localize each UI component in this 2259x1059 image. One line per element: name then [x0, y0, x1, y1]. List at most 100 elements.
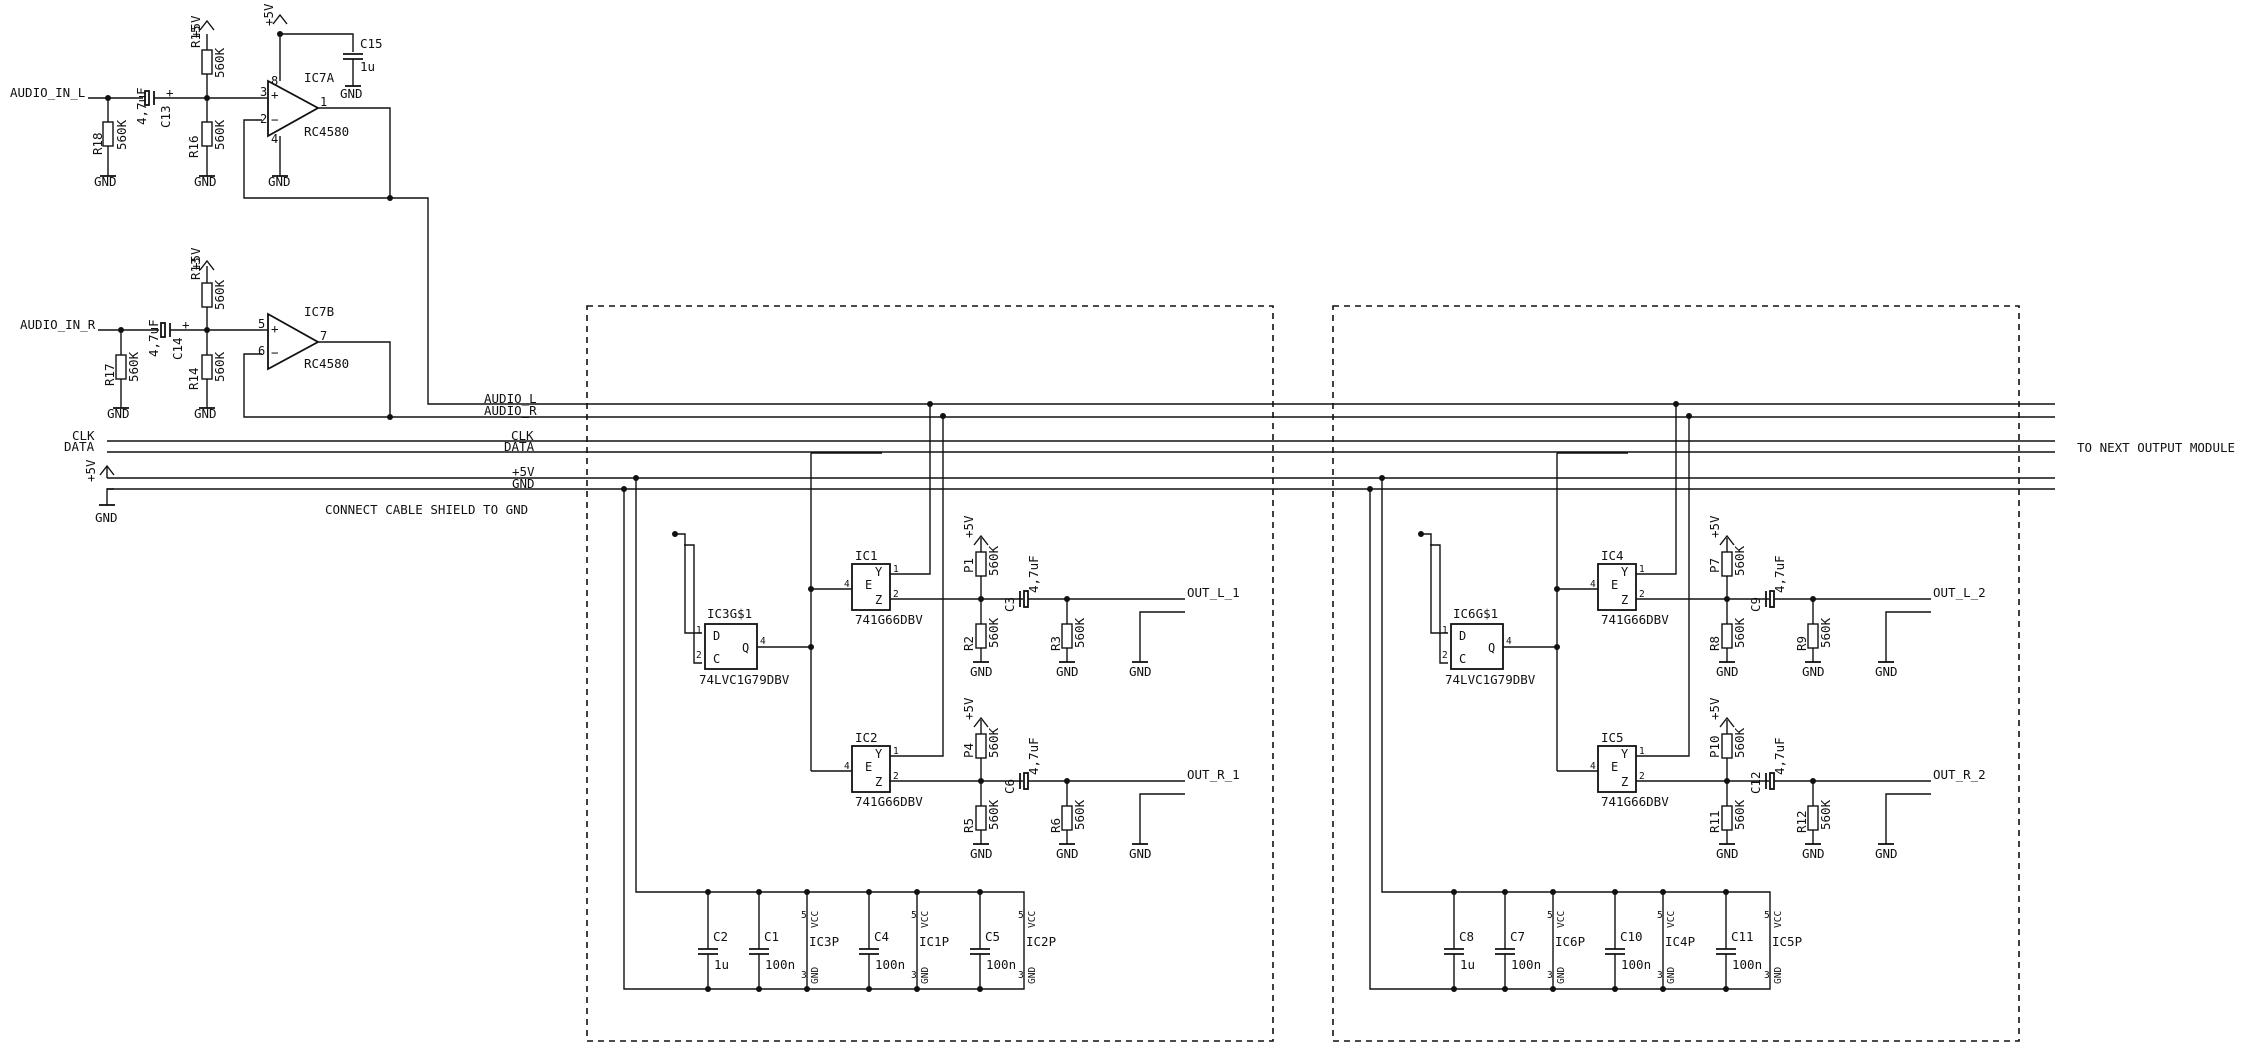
- c13-plus: +: [166, 85, 174, 100]
- ic7b-pin7: 7: [320, 329, 327, 343]
- m2-res-0-val: 560K: [1732, 617, 1747, 648]
- ic7b-minus: −: [271, 345, 279, 360]
- m2-res-3: R12: [1794, 810, 1809, 833]
- m2-gnd-4: GND: [1802, 846, 1825, 861]
- gnd-r16: GND: [194, 174, 217, 189]
- m1-sw-top-z: Z: [875, 593, 882, 607]
- opamp-b-name: IC7B: [304, 304, 334, 319]
- r15-value: 560K: [212, 47, 227, 78]
- m1-ff-p2: 2: [696, 650, 702, 661]
- m1-ff-q: Q: [742, 641, 749, 655]
- m2-out-l: OUT_L_2: [1933, 585, 1986, 600]
- m2-pwr-p3-0: 3: [1547, 970, 1553, 981]
- m1-sw-top-e: E: [865, 578, 872, 592]
- m2-ff-p1: 1: [1442, 625, 1448, 636]
- m1-pwr-vcc-0: VCC: [810, 911, 821, 928]
- vcc-label-bus: +5V: [83, 459, 98, 482]
- m2-pwr-p3-1: 3: [1657, 970, 1663, 981]
- m1-gnd-1: GND: [1056, 664, 1079, 679]
- m2-res-1-val: 560K: [1818, 617, 1833, 648]
- r17-label: R17: [102, 363, 117, 386]
- ic7a-minus: −: [271, 112, 279, 127]
- net-label-audio-r: AUDIO_R: [484, 403, 537, 418]
- m2-pwr-vcc-0: VCC: [1556, 911, 1567, 928]
- m2-sw-top-e: E: [1611, 578, 1618, 592]
- m1-pwr-2: IC2P: [1026, 934, 1056, 949]
- m2-ff-p4: 4: [1506, 636, 1512, 647]
- m2-sw-bot-e: E: [1611, 760, 1618, 774]
- m1-out-l: OUT_L_1: [1187, 585, 1240, 600]
- m2-sw-bot-p2: 2: [1639, 771, 1645, 782]
- m1-decap-val-2: 100n: [875, 957, 905, 972]
- m1-decap-2: C4: [874, 929, 889, 944]
- m1-pot-l-val: 560K: [986, 545, 1001, 576]
- m1-gnd-4: GND: [1056, 846, 1079, 861]
- net-label-audio-l: AUDIO_L: [484, 391, 537, 406]
- r13-label: R13: [188, 257, 203, 280]
- m1-res-1: R3: [1048, 636, 1063, 651]
- c14-label: C14: [170, 337, 185, 360]
- m2-decap-1: C7: [1510, 929, 1525, 944]
- m1-decap-val-0: 1u: [714, 957, 729, 972]
- r14-label: R14: [186, 367, 201, 390]
- m2-pwr-1: IC4P: [1665, 934, 1695, 949]
- m2-res-1: R9: [1794, 636, 1809, 651]
- m1-decap-1: C1: [764, 929, 779, 944]
- m2-pot-l: P7: [1707, 558, 1722, 573]
- gnd-c15: GND: [340, 86, 363, 101]
- m1-res-1-val: 560K: [1072, 617, 1087, 648]
- opamp-a-name: IC7A: [304, 70, 335, 85]
- m2-decap-val-1: 100n: [1511, 957, 1541, 972]
- m1-decap-val-1: 100n: [765, 957, 795, 972]
- m1-sw-bot-e: E: [865, 760, 872, 774]
- m1-pwr-p3-2: 3: [1018, 970, 1024, 981]
- m2-sw-top-y: Y: [1621, 565, 1629, 579]
- r16-label: R16: [186, 135, 201, 158]
- m1-sw-bot-value: 741G66DBV: [855, 794, 923, 809]
- ic7b-pin6: 6: [258, 344, 265, 358]
- gnd-ic7a: GND: [268, 174, 291, 189]
- m1-ff-p4: 4: [760, 636, 766, 647]
- m1-pwr-gnd-2: GND: [1027, 967, 1038, 984]
- r15-label: R15: [188, 25, 203, 48]
- next-module-label: TO NEXT OUTPUT MODULE: [2077, 440, 2235, 455]
- m2-cap-l-val: 4,7uF: [1772, 555, 1787, 593]
- m2-res-0: R8: [1707, 636, 1722, 651]
- c15-name: C15: [360, 36, 383, 51]
- m2-ff-q: Q: [1488, 641, 1495, 655]
- m1-cap-l-val: 4,7uF: [1026, 555, 1041, 593]
- m1-pwr-vcc-2: VCC: [1027, 911, 1038, 928]
- net-label-clk: CLK: [511, 428, 534, 443]
- net-label-gnd: GND: [512, 476, 535, 491]
- m2-vcc-r: +5V: [1707, 697, 1722, 720]
- m2-sw-top-name: IC4: [1601, 548, 1624, 563]
- m2-pot-r-val: 560K: [1732, 727, 1747, 758]
- m2-pwr-gnd-2: GND: [1773, 967, 1784, 984]
- m1-gnd-2: GND: [1129, 664, 1152, 679]
- m2-gnd-5: GND: [1875, 846, 1898, 861]
- output-module-1-border: [586, 305, 1274, 1042]
- ic7a-plus: +: [271, 87, 279, 102]
- m1-pwr-p5-2: 5: [1018, 910, 1024, 921]
- ic7b-pin5: 5: [258, 317, 265, 331]
- m1-sw-top-p1: 1: [893, 564, 899, 575]
- m2-pwr-gnd-1: GND: [1666, 967, 1677, 984]
- m2-res-2-val: 560K: [1732, 799, 1747, 830]
- m2-pwr-p5-1: 5: [1657, 910, 1663, 921]
- m2-gnd-0: GND: [1716, 664, 1739, 679]
- ic7a-pin3: 3: [260, 85, 267, 99]
- vcc-r15: +5V: [188, 15, 203, 38]
- m2-pot-r: P10: [1707, 735, 1722, 758]
- m1-sw-top-value: 741G66DBV: [855, 612, 923, 627]
- r16-value: 560K: [212, 119, 227, 150]
- m2-gnd-1: GND: [1802, 664, 1825, 679]
- m2-vcc-l: +5V: [1707, 515, 1722, 538]
- m1-cap-r-val: 4,7uF: [1026, 737, 1041, 775]
- m2-gnd-2: GND: [1875, 664, 1898, 679]
- m2-out-r: OUT_R_2: [1933, 767, 1986, 782]
- m1-pwr-p3-0: 3: [801, 970, 807, 981]
- m2-cap-r: C12: [1748, 771, 1763, 794]
- m1-sw-bot-y: Y: [875, 747, 883, 761]
- r18-value: 560K: [114, 119, 129, 150]
